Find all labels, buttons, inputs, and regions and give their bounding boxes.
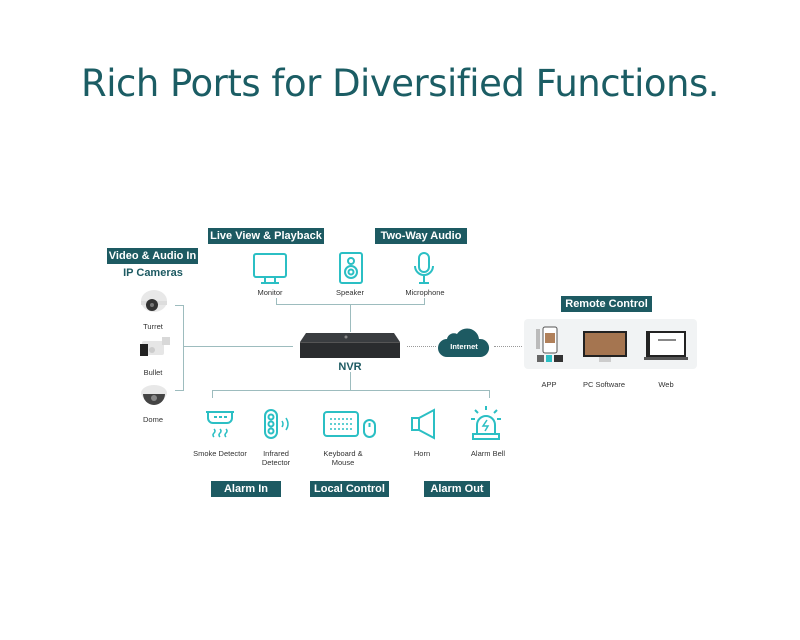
connector-line: [183, 346, 293, 347]
connector-line: [183, 305, 184, 391]
tag-alarm-out: Alarm Out: [424, 481, 490, 497]
remote-label-app: APP: [541, 380, 557, 389]
pc-software-icon: [583, 331, 627, 362]
connector-line: [212, 390, 490, 391]
connector-line: [175, 390, 183, 391]
camera-label-dome: Dome: [142, 415, 163, 424]
connector-line: [212, 390, 213, 398]
remote-label-web: Web: [658, 380, 674, 389]
ip-cameras-heading: IP Cameras: [123, 267, 183, 279]
connector-line: [350, 304, 351, 332]
keyboard-mouse-icon: [323, 411, 376, 438]
peripheral-label-keyboard: Keyboard & Mouse: [323, 449, 363, 467]
monitor-icon: [253, 253, 287, 284]
internet-link-dotted: [407, 346, 436, 347]
nvr-label: NVR: [338, 361, 362, 373]
connector-line: [350, 372, 351, 390]
output-label-monitor: Monitor: [257, 288, 283, 297]
bullet-camera-icon: [140, 337, 170, 356]
connector-line: [276, 298, 277, 304]
remote-link-dotted: [494, 346, 522, 347]
output-label-speaker: Speaker: [336, 288, 364, 297]
tag-alarm-in: Alarm In: [211, 481, 281, 497]
cloud-icon: [438, 328, 490, 357]
tag-live-view: Live View & Playback: [208, 228, 324, 244]
infrared-detector-icon: [264, 409, 289, 439]
tag-local-control: Local Control: [310, 481, 389, 497]
connector-line: [489, 390, 490, 398]
tag-remote-control: Remote Control: [561, 296, 652, 312]
horn-icon: [411, 408, 435, 440]
peripheral-label-horn: Horn: [413, 449, 431, 458]
camera-label-bullet: Bullet: [143, 368, 163, 377]
connector-line: [175, 305, 183, 306]
web-browser-icon: [644, 331, 688, 360]
app-screenshot-icon: [536, 326, 563, 362]
peripheral-label-alarm-bell: Alarm Bell: [470, 449, 506, 458]
microphone-icon: [414, 252, 434, 284]
nvr-device-icon: [300, 333, 400, 358]
turret-camera-icon: [141, 290, 167, 312]
page-title: Rich Ports for Diversified Functions.: [81, 62, 720, 105]
internet-label: Internet: [450, 342, 478, 351]
peripheral-label-infrared: Infrared Detector: [261, 449, 291, 467]
alarm-bell-icon: [471, 406, 501, 440]
smoke-detector-icon: [206, 411, 234, 438]
remote-label-pc-software: PC Software: [582, 380, 626, 389]
speaker-icon: [339, 252, 363, 284]
connector-line: [424, 298, 425, 304]
camera-label-turret: Turret: [143, 322, 163, 331]
tag-two-way-audio: Two-Way Audio: [375, 228, 467, 244]
tag-video-audio-in: Video & Audio In: [107, 248, 198, 264]
output-label-microphone: Microphone: [405, 288, 445, 297]
peripheral-label-smoke: Smoke Detector: [193, 449, 247, 458]
dome-camera-icon: [141, 385, 167, 405]
